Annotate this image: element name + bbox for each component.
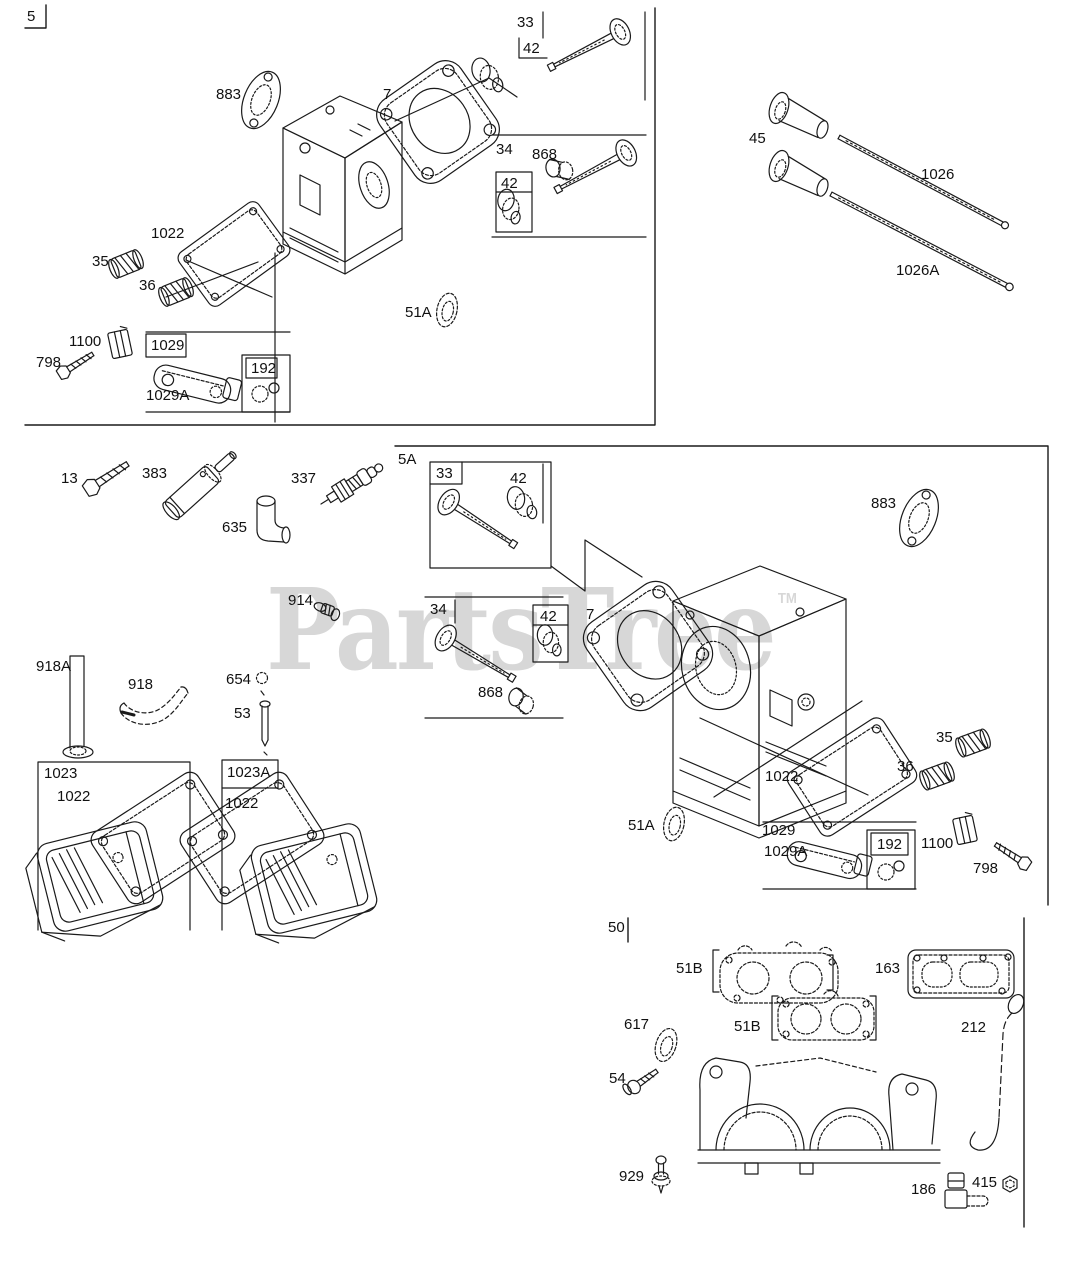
guide-plate-1100-top bbox=[107, 325, 133, 359]
part-label-798[interactable]: 798 bbox=[973, 860, 999, 877]
part-label-42[interactable]: 42 bbox=[540, 608, 557, 625]
fitting-186 bbox=[945, 1173, 988, 1208]
gasket-163 bbox=[908, 950, 1014, 998]
section-label-5A: 5A bbox=[398, 451, 417, 468]
part-label-212[interactable]: 212 bbox=[961, 1019, 987, 1036]
screw-54 bbox=[621, 1064, 661, 1098]
part-label-918A[interactable]: 918A bbox=[36, 658, 72, 675]
part-label-36[interactable]: 36 bbox=[897, 758, 914, 775]
part-label-654[interactable]: 654 bbox=[226, 671, 252, 688]
trademark-symbol: TM bbox=[777, 590, 797, 607]
part-label-1022[interactable]: 1022 bbox=[765, 768, 799, 785]
cylinder-head-top bbox=[283, 96, 402, 274]
intake-manifold bbox=[698, 1058, 940, 1174]
part-label-7[interactable]: 7 bbox=[383, 86, 392, 103]
part-label-192[interactable]: 192 bbox=[251, 360, 277, 377]
part-label-42[interactable]: 42 bbox=[510, 470, 527, 487]
dipstick-tube-212 bbox=[970, 992, 1027, 1150]
part-label-1100[interactable]: 1100 bbox=[921, 835, 954, 852]
part-label-45[interactable]: 45 bbox=[749, 130, 766, 147]
callout-boxes bbox=[38, 12, 916, 1040]
part-label-1029[interactable]: 1029 bbox=[762, 822, 796, 839]
part-label-337[interactable]: 337 bbox=[291, 470, 317, 487]
part-label-918[interactable]: 918 bbox=[128, 676, 154, 693]
part-label-883[interactable]: 883 bbox=[871, 495, 897, 512]
part-label-34[interactable]: 34 bbox=[430, 601, 447, 618]
section-label-5: 5 bbox=[27, 8, 36, 25]
part-label-33[interactable]: 33 bbox=[517, 14, 534, 31]
retainer-pair-192-top bbox=[252, 383, 279, 402]
part-label-383[interactable]: 383 bbox=[142, 465, 168, 482]
part-label-42[interactable]: 42 bbox=[501, 175, 518, 192]
gasket-51B-lower bbox=[778, 991, 874, 1040]
part-label-163[interactable]: 163 bbox=[875, 960, 901, 977]
part-label-1029A[interactable]: 1029A bbox=[764, 843, 808, 860]
part-label-1029[interactable]: 1029 bbox=[151, 337, 185, 354]
part-label-1023A[interactable]: 1023A bbox=[227, 764, 271, 781]
part-label-42[interactable]: 42 bbox=[523, 40, 540, 57]
part-label-617[interactable]: 617 bbox=[624, 1016, 650, 1033]
part-label-192[interactable]: 192 bbox=[877, 836, 903, 853]
retainer-pair-192-5A bbox=[878, 861, 904, 880]
part-label-51A[interactable]: 51A bbox=[405, 304, 432, 321]
plug-wrench-383 bbox=[160, 445, 242, 522]
screw-53 bbox=[260, 701, 270, 755]
part-label-13[interactable]: 13 bbox=[61, 470, 78, 487]
cylinder-head-5A bbox=[673, 566, 846, 838]
part-label-1023[interactable]: 1023 bbox=[44, 765, 78, 782]
nut-415 bbox=[1003, 1176, 1017, 1192]
part-label-33[interactable]: 33 bbox=[436, 465, 453, 482]
gasket-51B-upper bbox=[720, 942, 838, 1003]
section-borders bbox=[25, 5, 1048, 1227]
part-label-51A[interactable]: 51A bbox=[628, 817, 655, 834]
part-label-868[interactable]: 868 bbox=[532, 146, 558, 163]
part-label-36[interactable]: 36 bbox=[139, 277, 156, 294]
part-label-1029A[interactable]: 1029A bbox=[146, 387, 190, 404]
part-label-51B[interactable]: 51B bbox=[734, 1018, 761, 1035]
part-label-186[interactable]: 186 bbox=[911, 1181, 937, 1198]
part-label-1022[interactable]: 1022 bbox=[225, 795, 259, 812]
section-label-50: 50 bbox=[608, 919, 625, 936]
breather-tube-918A bbox=[63, 656, 93, 758]
part-label-635[interactable]: 635 bbox=[222, 519, 248, 536]
elbow-fitting-635 bbox=[257, 496, 290, 543]
part-label-1100[interactable]: 1100 bbox=[69, 333, 102, 350]
part-label-54[interactable]: 54 bbox=[609, 1070, 626, 1087]
breather-hose-918 bbox=[120, 687, 188, 724]
washer-654 bbox=[257, 673, 268, 696]
part-label-51B[interactable]: 51B bbox=[676, 960, 703, 977]
part-label-868[interactable]: 868 bbox=[478, 684, 504, 701]
part-label-1026A[interactable]: 1026A bbox=[896, 262, 940, 279]
part-label-1026[interactable]: 1026 bbox=[921, 166, 955, 183]
part-label-929[interactable]: 929 bbox=[619, 1168, 645, 1185]
part-label-34[interactable]: 34 bbox=[496, 141, 513, 158]
part-label-798[interactable]: 798 bbox=[36, 354, 62, 371]
part-label-7[interactable]: 7 bbox=[586, 606, 595, 623]
part-label-53[interactable]: 53 bbox=[234, 705, 251, 722]
part-label-914[interactable]: 914 bbox=[288, 592, 314, 609]
part-label-1022[interactable]: 1022 bbox=[57, 788, 91, 805]
part-label-35[interactable]: 35 bbox=[92, 253, 109, 270]
part-label-415[interactable]: 415 bbox=[972, 1174, 998, 1191]
part-label-1022[interactable]: 1022 bbox=[151, 225, 185, 242]
breather-valve-914 bbox=[312, 600, 342, 621]
part-label-35[interactable]: 35 bbox=[936, 729, 953, 746]
spark-plug-337 bbox=[316, 458, 387, 511]
screw-929 bbox=[652, 1156, 670, 1193]
part-label-883[interactable]: 883 bbox=[216, 86, 242, 103]
guide-plate-1100-5A bbox=[952, 811, 978, 845]
